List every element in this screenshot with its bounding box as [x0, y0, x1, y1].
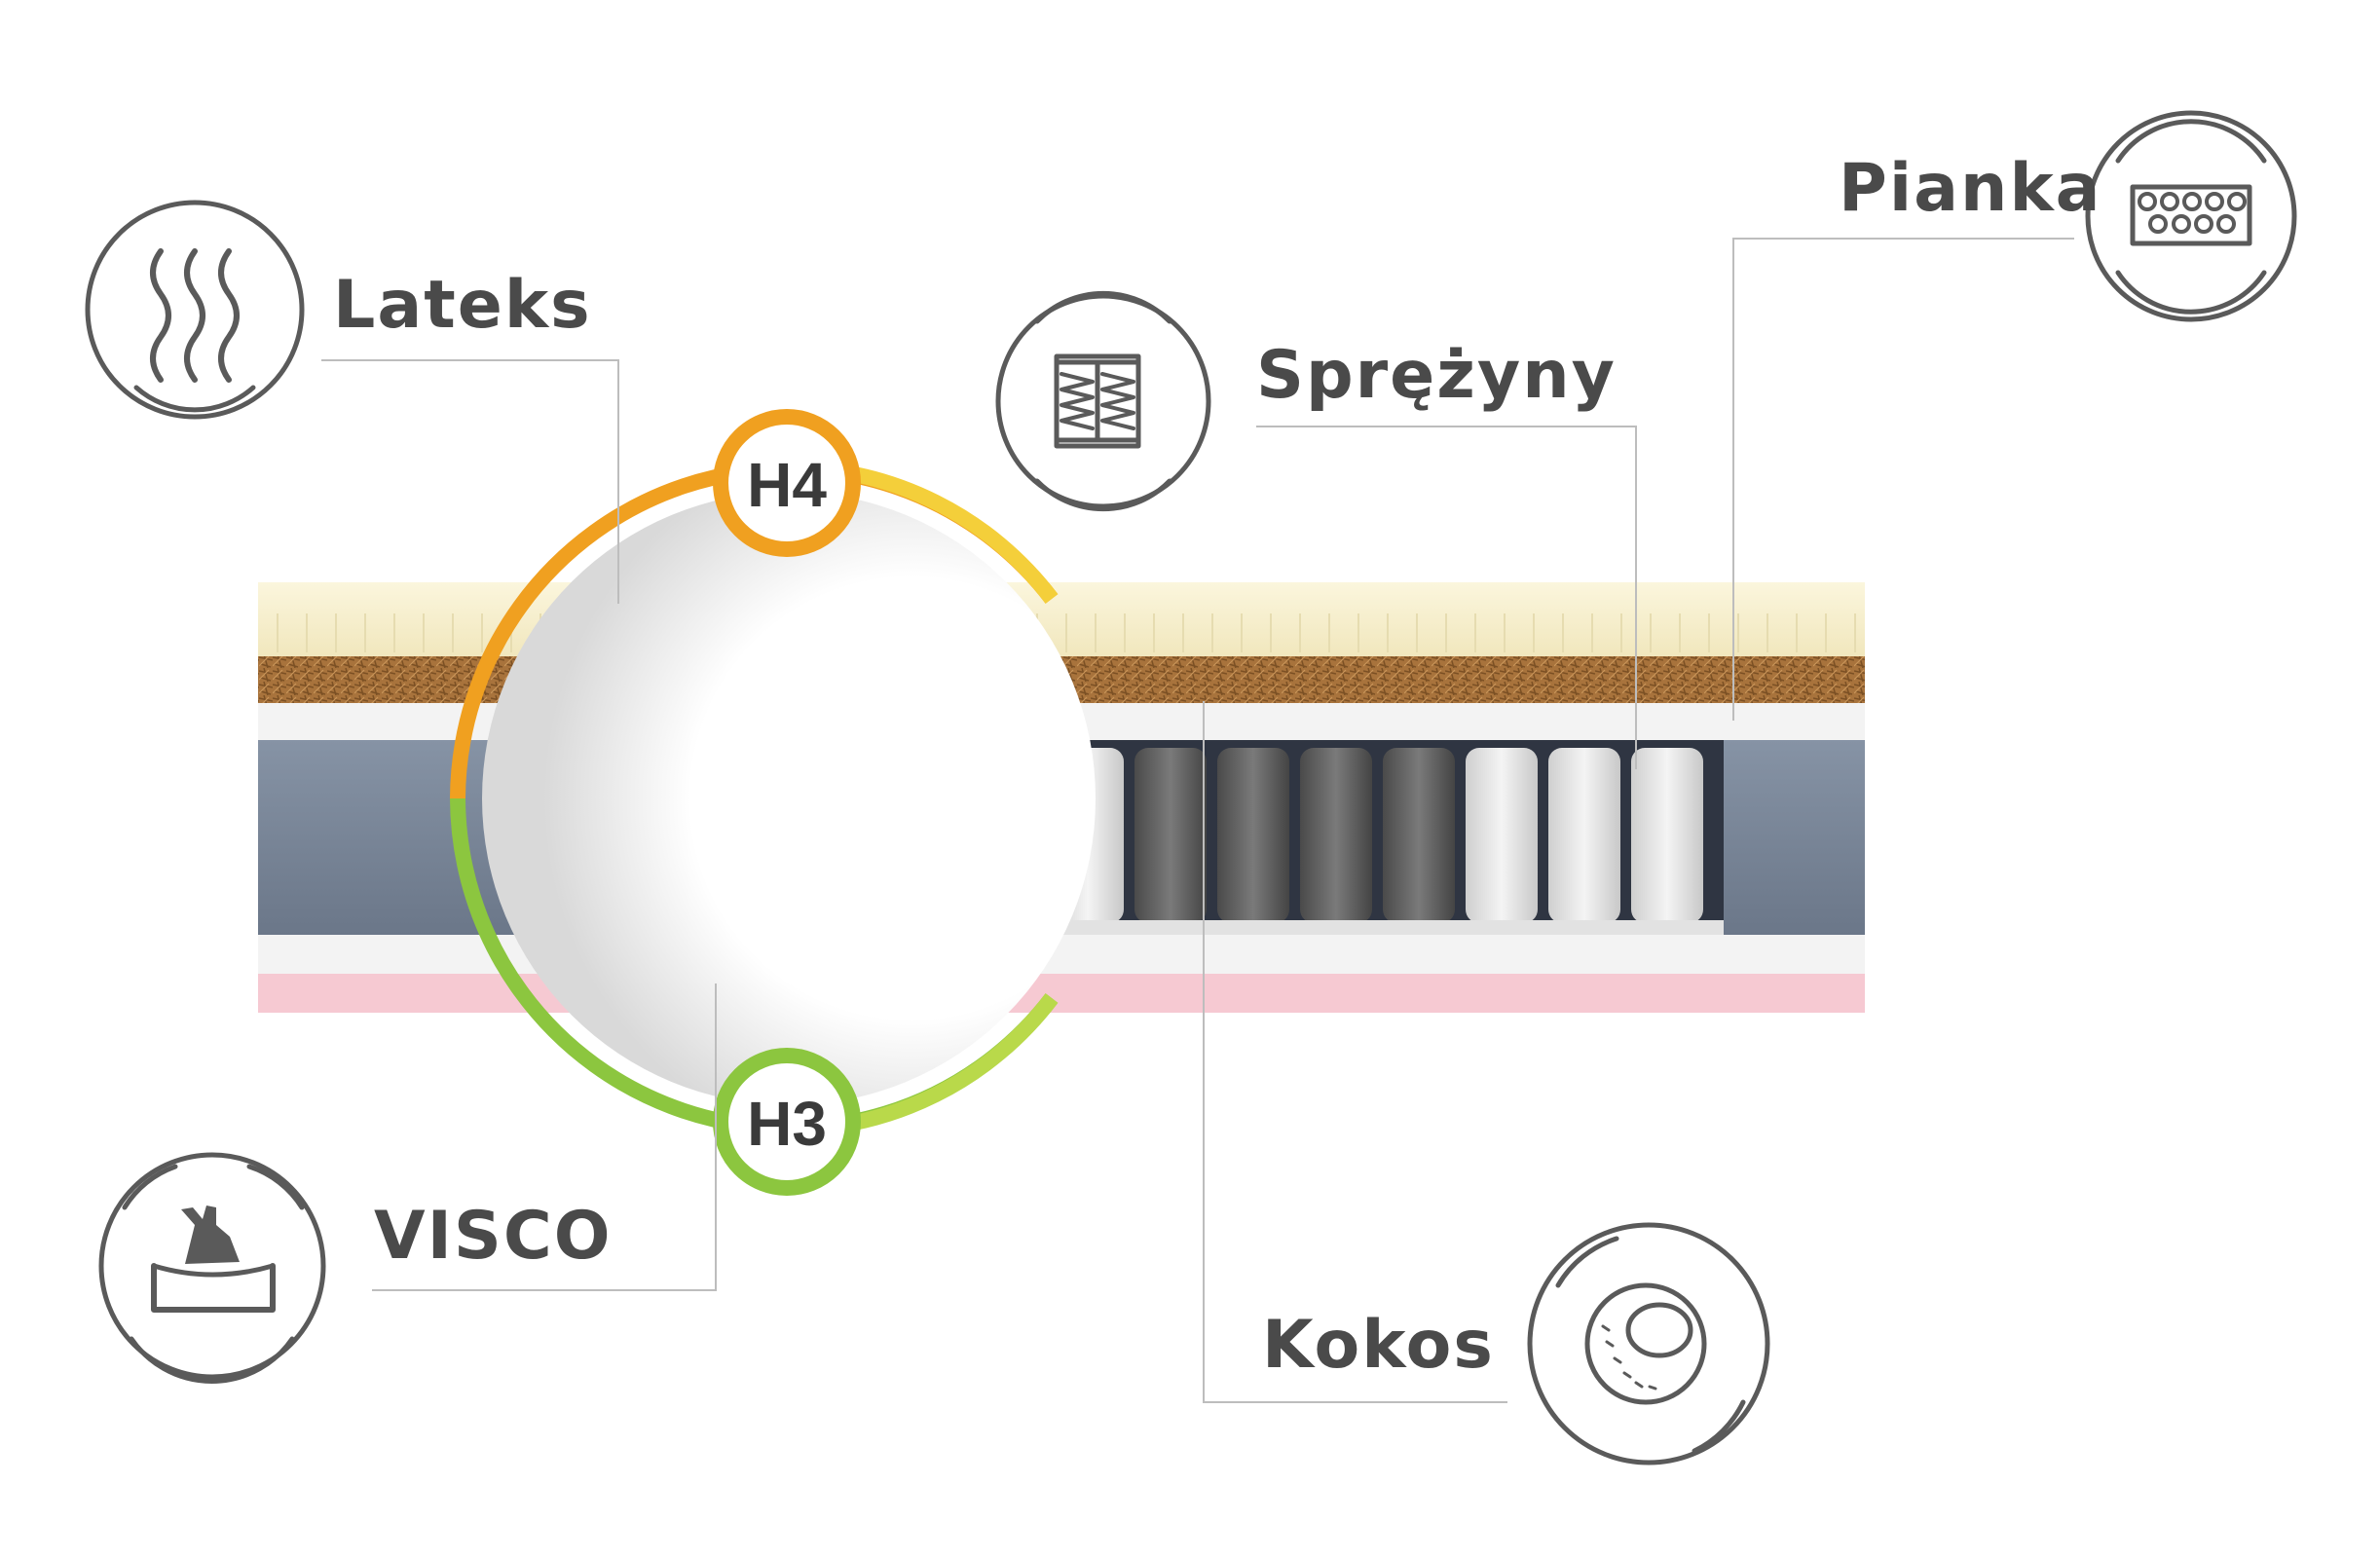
coconut-icon — [1527, 1222, 1770, 1465]
label-sprezyny: Sprężyny — [1256, 337, 1617, 414]
feature-visco: VISCO — [98, 1152, 613, 1384]
spring-pocket-dark — [1300, 748, 1372, 923]
leader-pianka — [1732, 238, 2074, 721]
feature-lateks: Lateks — [85, 200, 592, 420]
foam-bubbles-icon — [2085, 110, 2297, 322]
foam-bubble — [2160, 192, 2179, 211]
feature-sprezyny: Sprężyny — [995, 290, 1617, 512]
hardness-badge-h3: H3 — [713, 1048, 861, 1196]
wave-lines-icon — [85, 200, 305, 420]
spring-pocket-light — [1631, 748, 1703, 923]
leader-kokos — [1203, 701, 1507, 1403]
spring-pocket-light — [1548, 748, 1620, 923]
label-visco: VISCO — [374, 1198, 613, 1275]
leader-sprezyny — [1256, 426, 1637, 769]
spring-pocket-dark — [1217, 748, 1289, 923]
label-lateks: Lateks — [333, 267, 592, 344]
foam-bubble — [2205, 192, 2224, 211]
hardness-label-h3: H3 — [747, 1089, 827, 1159]
foam-bubble — [2194, 214, 2213, 234]
leader-lines — [321, 238, 2074, 1403]
foam-bubble — [2148, 214, 2168, 234]
foam-bubble — [2138, 192, 2157, 211]
foam-bubble — [2182, 192, 2202, 211]
hand-pressing-foam-icon — [98, 1152, 326, 1384]
leader-lateks — [321, 359, 619, 604]
foam-bubble — [2227, 192, 2247, 211]
hardness-badge-h4: H4 — [713, 409, 861, 557]
pocket-springs-icon — [995, 290, 1211, 512]
cutaway-circle — [482, 492, 1096, 1105]
foam-bubble — [2172, 214, 2191, 234]
spring-pocket-dark — [1383, 748, 1455, 923]
spring-pocket-light — [1466, 748, 1538, 923]
label-pianka: Pianka — [1839, 150, 2102, 227]
spring-pocket-dark — [1134, 748, 1207, 923]
foam-bubble — [2216, 214, 2236, 234]
leader-visco — [372, 983, 717, 1291]
hardness-indicator: H4 H3 — [450, 409, 1096, 1196]
spring-base-mesh — [881, 920, 1724, 935]
hardness-label-h4: H4 — [747, 450, 827, 520]
label-kokos: Kokos — [1262, 1307, 1495, 1384]
foam-block-right — [1724, 740, 1865, 935]
base-layer — [258, 974, 1865, 1013]
feature-pianka: Pianka — [1839, 110, 2297, 322]
feature-kokos: Kokos — [1262, 1222, 1770, 1465]
